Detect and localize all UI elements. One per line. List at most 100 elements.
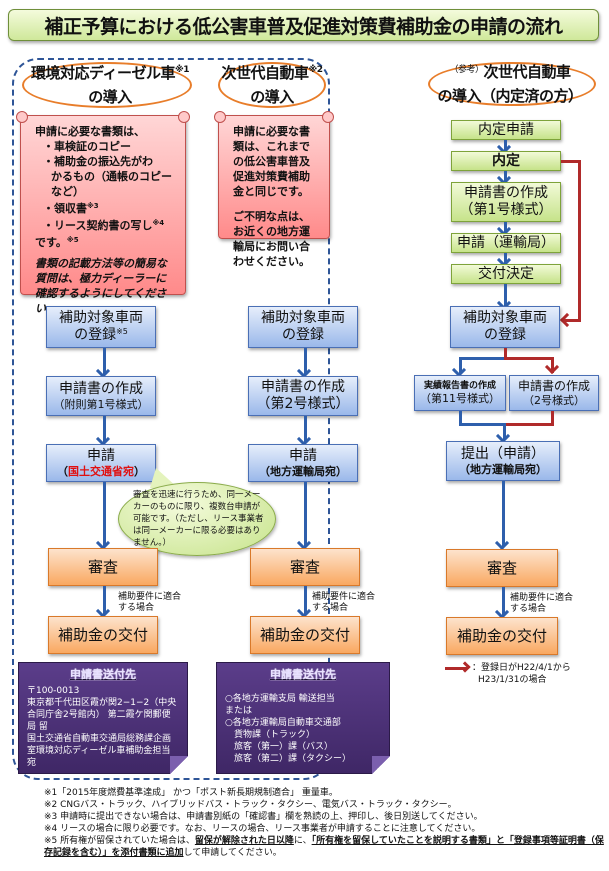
diesel-send-to-title: 申請書送付先 (70, 668, 136, 681)
nextgen-apply-line2: （地方運輸局宛） (259, 464, 347, 478)
alt-route-line (561, 160, 581, 163)
ref-report-line1: 実績報告書の作成 (423, 381, 496, 391)
page-fold-decoration (170, 756, 188, 774)
legend-line1: ：登録日がH22/4/1から (472, 663, 571, 673)
ref-decision-box: 交付決定 (451, 264, 561, 284)
diesel-note-footnote-ref: ※5 (66, 236, 79, 244)
alt-route-line (504, 348, 507, 360)
arrow-down-icon (304, 348, 307, 374)
arrow-down-icon (502, 587, 505, 615)
merge-line (459, 423, 505, 426)
nextgen-send-to-line: ○各地方運輸局自動車交通部 (225, 718, 341, 728)
nextgen-grant-box: 補助金の交付 (250, 616, 360, 654)
diesel-send-to-line: 〒100-0013 (27, 686, 80, 696)
nextgen-send-to-line: 旅客（第一）課（バス） (225, 742, 334, 752)
subsidy-group-region (12, 58, 330, 780)
page-title: 補正予算における低公害車普及促進対策費補助金の申請の流れ (8, 9, 599, 41)
arrow-down-icon (503, 423, 506, 439)
arrow-down-icon (304, 416, 307, 442)
diesel-note-footnote-ref: ※3 (87, 202, 99, 210)
ref-report-line2: （第11号様式） (420, 391, 500, 405)
alt-route-line (564, 319, 581, 322)
diesel-multi-application-bubble: 審査を迅速に行うため、同一メーカーのものに限り、複数台申請が可能です。（ただし、… (118, 482, 276, 556)
condition-line2: する場合 (312, 603, 349, 613)
diesel-apply-box: 申請 （国土交通省宛） (46, 444, 156, 482)
alt-route-line (505, 423, 554, 426)
diesel-create-line2: （附則第1号様式） (53, 397, 149, 411)
diesel-note-item: ・車検証のコピー (43, 140, 131, 153)
alt-route-line (551, 357, 554, 373)
footnote-1: ※1「2015年度燃費基準達成」 かつ「ポスト新長期規制適合」 重量車。 (44, 788, 338, 798)
reference-heading: （参考）次世代自動車 の導入（内定済の方） (412, 58, 608, 108)
arrow-down-icon (502, 481, 505, 546)
footnote-5-part: して申請してください。 (183, 848, 282, 858)
alt-route-line (506, 357, 554, 360)
nextgen-send-to-line: または (225, 706, 253, 716)
diesel-condition-label: 補助要件に適合 する場合 (118, 592, 181, 614)
nextgen-register-line1: 補助対象車両 (261, 310, 345, 327)
ref-create2-line1: 申請書の作成 (517, 379, 590, 394)
diesel-heading-note: ※1 (174, 65, 190, 75)
nextgen-send-to-line: ○各地方運輸支局 輸送担当 (225, 694, 335, 704)
condition-line2: する場合 (510, 604, 547, 614)
ref-review-label: 審査 (486, 559, 517, 577)
nextgen-required-docs-note: 申請に必要な書類は、これまでの低公害車普及促進対策費補助金と同じです。 ご不明な… (214, 111, 334, 268)
diesel-heading-line2: の導入 (88, 88, 132, 106)
diesel-note-footnote-ref: ※4 (152, 219, 165, 227)
arrow-down-icon (103, 482, 106, 546)
diesel-create-line1: 申請書の作成 (59, 381, 143, 397)
nextgen-review-box: 審査 (250, 548, 360, 586)
nextgen-heading-line1: 次世代自動車 (221, 64, 309, 82)
alt-route-line (551, 411, 554, 426)
reference-heading-ellipse (428, 62, 596, 106)
ref-create-application2-box: 申請書の作成 （2号様式） (509, 375, 599, 411)
nextgen-grant-label: 補助金の交付 (259, 626, 350, 644)
diesel-note-item: かるもの（通帳のコピー (51, 170, 172, 183)
ref-naitei-box: 内定 (451, 151, 561, 171)
nextgen-condition-label: 補助要件に適合 する場合 (312, 592, 375, 614)
arrow-down-icon (504, 222, 507, 232)
arrow-down-icon (504, 171, 507, 181)
diesel-note-item: ・リース契約書の写し (43, 219, 153, 232)
arrow-left-icon (559, 312, 575, 328)
ref-create2-line2: （2号様式） (523, 393, 585, 407)
ref-condition-label: 補助要件に適合 する場合 (510, 593, 573, 615)
diesel-note-italic: 書類の記載方法等の簡易な質問は、極力ディーラーに確認するようにしてください。 (35, 257, 167, 315)
nextgen-create-line1: 申請書の作成 (261, 379, 345, 396)
diesel-note-end: です。 (35, 236, 67, 249)
branch-line (459, 357, 506, 360)
ref-submit-line2: （地方運輸局宛） (459, 462, 547, 476)
condition-line1: 補助要件に適合 (510, 593, 574, 603)
arrow-down-icon (544, 359, 560, 375)
arrow-down-icon (103, 586, 106, 614)
diesel-register-line1: 補助対象車両 (59, 310, 143, 327)
arrow-down-icon (103, 416, 106, 442)
diesel-send-to-line: 国土交通省自動車交通局総務課企画室環境対応ディーゼル車補助金担当宛 (27, 734, 172, 768)
ref-submit-box: 提出（申請） （地方運輸局宛） (446, 441, 560, 481)
ref-grant-label: 補助金の交付 (456, 627, 547, 645)
ref-performance-report-box: 実績報告書の作成 （第11号様式） (414, 375, 506, 411)
diesel-register-line2: の登録 (74, 327, 117, 343)
footnote-4: ※4 リースの場合に限り必要です。なお、リースの場合、リース事業者が申請すること… (44, 824, 481, 834)
diesel-create-application-box: 申請書の作成 （附則第1号様式） (46, 376, 156, 416)
diesel-grant-box: 補助金の交付 (48, 616, 158, 654)
nextgen-register-line2: の登録 (282, 327, 324, 343)
merge-line (459, 411, 462, 425)
diesel-apply-destination: 国土交通省宛 (68, 464, 134, 478)
ref-review-box: 審査 (446, 549, 558, 587)
footnote-2: ※2 CNGバス・トラック、ハイブリッドバス・トラック・タクシー、電気バス・トラ… (44, 800, 457, 810)
arrow-down-icon (504, 253, 507, 263)
diesel-note-intro: 申請に必要な書類は、 (35, 125, 145, 138)
footnote-5-part: に、 (293, 836, 312, 846)
diesel-review-label: 審査 (87, 558, 118, 576)
alt-route-line (578, 160, 581, 322)
nextgen-create-line2: （第2号様式） (256, 396, 350, 412)
diesel-grant-label: 補助金の交付 (57, 626, 148, 644)
ref-grant-box: 補助金の交付 (446, 617, 558, 655)
ref-decision-label: 交付決定 (478, 265, 534, 282)
arrow-down-icon (304, 586, 307, 614)
reference-heading-line1: 次世代自動車 (483, 63, 572, 81)
diesel-note-item: ・領収書 (43, 202, 87, 215)
diesel-required-docs-note: 申請に必要な書類は、 ・車検証のコピー ・補助金の振込先がわ かるもの（通帳のコ… (16, 111, 190, 315)
nextgen-create-application-box: 申請書の作成 （第2号様式） (248, 376, 358, 416)
